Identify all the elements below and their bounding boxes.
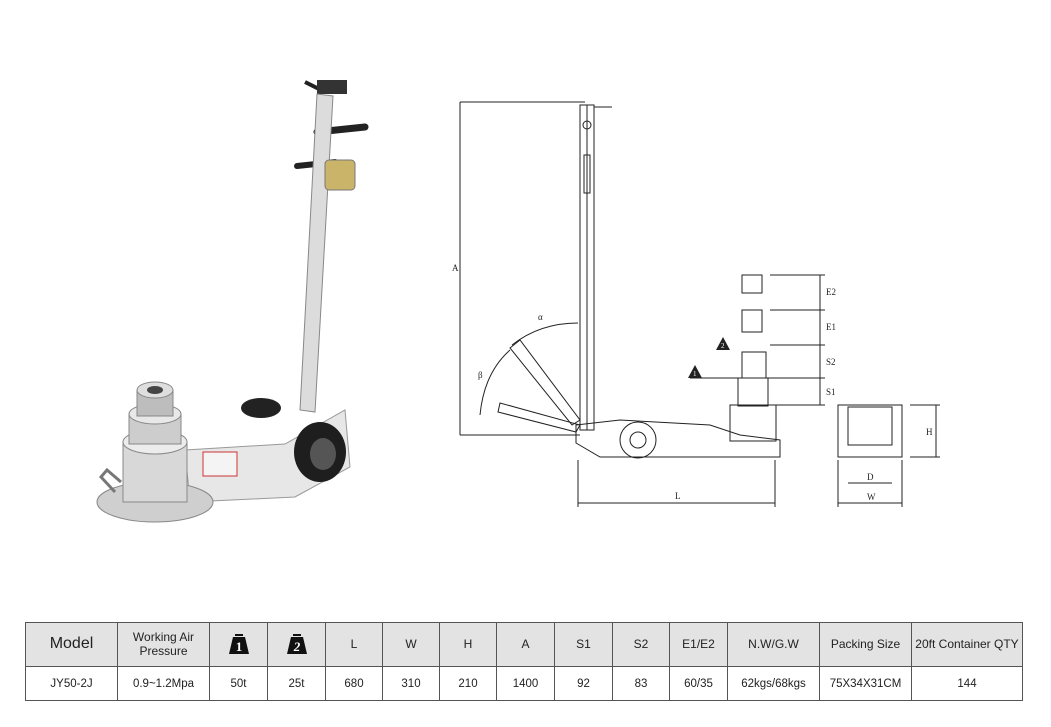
drawing-wheel xyxy=(619,421,657,459)
header-pressure: Working Air Pressure xyxy=(117,622,210,667)
header-stage2-label: 2 xyxy=(292,639,300,654)
weight-icon: 1 xyxy=(228,633,249,654)
cell-l: 680 xyxy=(325,666,383,701)
header-stage2: 2 xyxy=(267,622,326,667)
marker-label-2: 2 xyxy=(721,342,725,350)
header-stage1: 1 xyxy=(209,622,268,667)
header-row: Model Working Air Pressure 1 2 L W H A xyxy=(25,622,1023,667)
cell-packing: 75X34X31CM xyxy=(819,666,912,701)
cell-h: 210 xyxy=(439,666,497,701)
label-alpha: α xyxy=(538,312,543,322)
header-qty: 20ft Container QTY xyxy=(911,622,1023,667)
cell-stage1: 50t xyxy=(209,666,268,701)
cell-qty: 144 xyxy=(911,666,1023,701)
warning-label xyxy=(202,451,238,477)
cell-stage2: 25t xyxy=(267,666,326,701)
product-photo xyxy=(96,80,369,523)
header-l: L xyxy=(325,622,383,667)
cell-pressure: 0.9~1.2Mpa xyxy=(117,666,210,701)
label-a: A xyxy=(452,263,459,273)
header-s1: S1 xyxy=(554,622,613,667)
table-row: JY50-2J 0.9~1.2Mpa 50t 25t 680 310 210 1… xyxy=(25,666,1023,701)
cell-a: 1400 xyxy=(496,666,555,701)
label-l: L xyxy=(675,491,681,501)
cell-e1e2: 60/35 xyxy=(669,666,728,701)
technical-drawing: A L W H D S1 S2 E1 E2 α β 1 2 xyxy=(452,101,940,507)
header-h: H xyxy=(439,622,497,667)
end-view xyxy=(837,404,903,458)
label-beta: β xyxy=(478,370,483,380)
header-stage1-label: 1 xyxy=(235,639,242,654)
air-valve xyxy=(324,159,356,191)
stage-markers xyxy=(688,337,730,378)
header-s2: S2 xyxy=(612,622,670,667)
handle-shaft xyxy=(299,93,334,413)
header-packing: Packing Size xyxy=(819,622,912,667)
header-nwgw: N.W/G.W xyxy=(727,622,820,667)
weight-icon: 2 xyxy=(286,633,307,654)
cell-w: 310 xyxy=(382,666,440,701)
label-w: W xyxy=(867,492,876,502)
carry-handle xyxy=(98,467,122,494)
label-e2: E2 xyxy=(826,287,836,297)
label-d: D xyxy=(867,472,874,482)
cell-s2: 83 xyxy=(612,666,670,701)
lift-cylinder xyxy=(96,381,214,523)
cell-nwgw: 62kgs/68kgs xyxy=(727,666,820,701)
label-h: H xyxy=(926,427,933,437)
drawing-base xyxy=(575,419,781,458)
label-s1: S1 xyxy=(826,387,836,397)
header-e1e2: E1/E2 xyxy=(669,622,728,667)
label-e1: E1 xyxy=(826,322,836,332)
cell-s1: 92 xyxy=(554,666,613,701)
header-model: Model xyxy=(25,622,118,667)
marker-label-1: 1 xyxy=(693,370,697,378)
header-w: W xyxy=(382,622,440,667)
spec-table: Model Working Air Pressure 1 2 L W H A xyxy=(25,622,1023,701)
wheel-rear xyxy=(241,398,281,418)
cell-model: JY50-2J xyxy=(25,666,118,701)
label-s2: S2 xyxy=(826,357,836,367)
header-a: A xyxy=(496,622,555,667)
